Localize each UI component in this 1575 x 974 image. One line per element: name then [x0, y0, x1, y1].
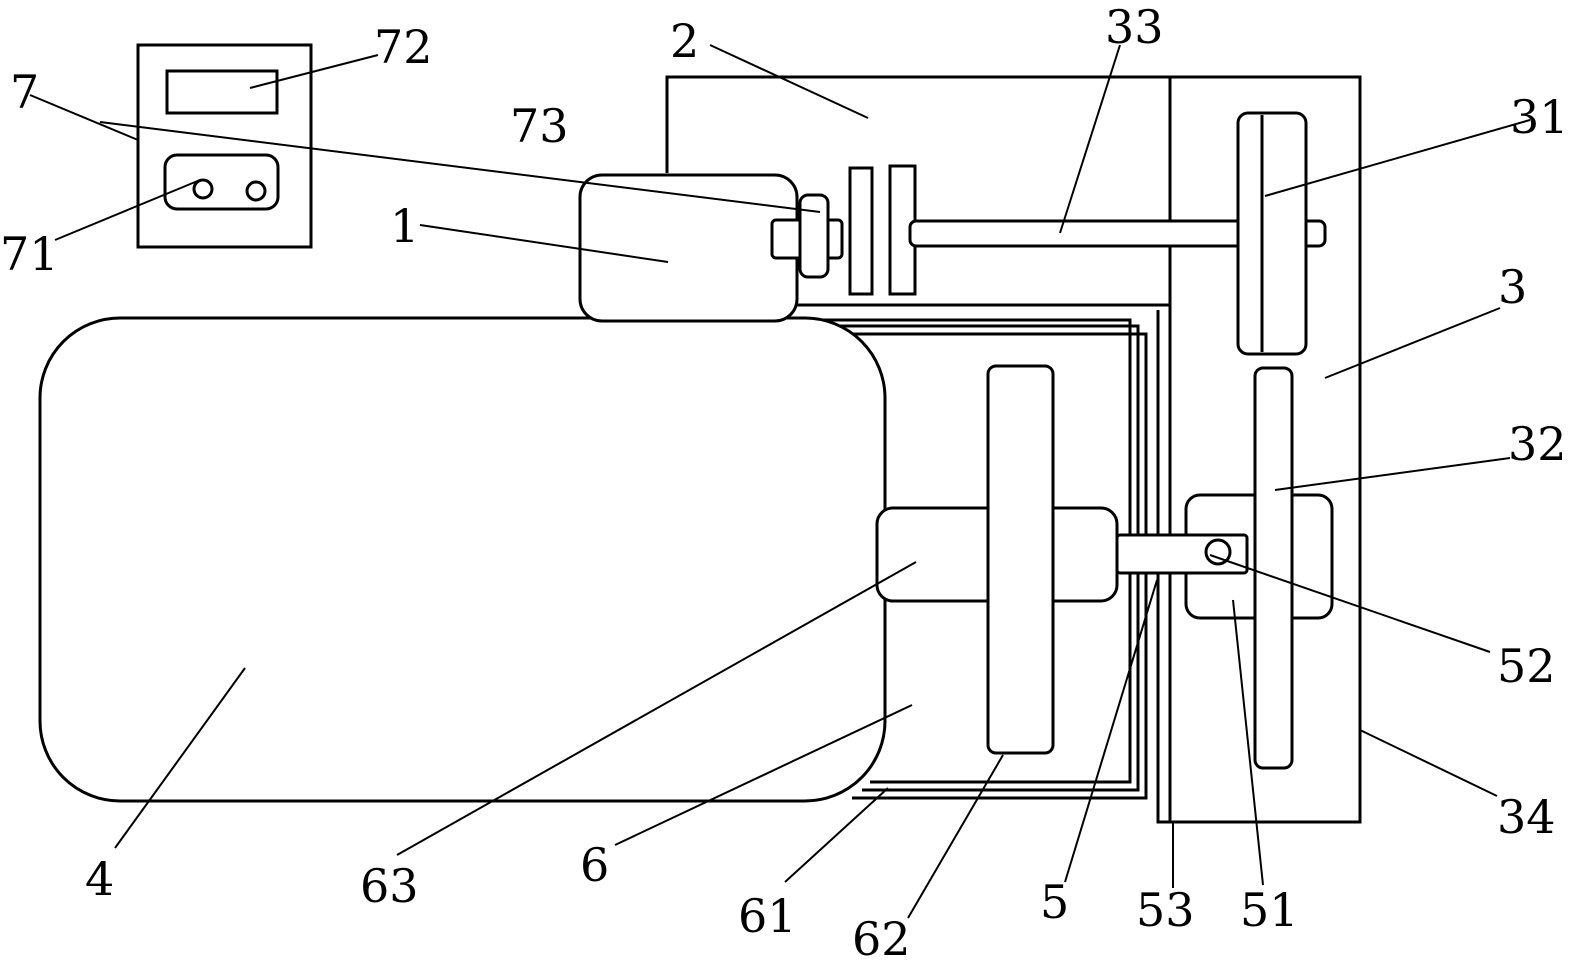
label-31: 31 — [1510, 90, 1569, 144]
label-61: 61 — [738, 889, 797, 943]
flange-plates — [848, 164, 917, 296]
label-62: 62 — [852, 912, 911, 966]
label-3: 3 — [1498, 260, 1527, 314]
label-71: 71 — [0, 227, 59, 281]
frame-34 — [1156, 310, 1360, 824]
label-2: 2 — [670, 14, 699, 68]
leader-lines — [29, 44, 1531, 919]
label-1: 1 — [390, 199, 419, 253]
bracket-2 — [665, 75, 1172, 307]
label-7: 7 — [10, 65, 39, 119]
coupling-73 — [770, 193, 844, 279]
label-5: 5 — [1040, 875, 1069, 929]
control-box-7 — [136, 43, 313, 249]
label-63: 63 — [360, 859, 419, 913]
tank-4 — [38, 316, 887, 803]
disk-62 — [986, 364, 1055, 755]
rod-5 — [1115, 533, 1249, 575]
label-73: 73 — [510, 99, 569, 153]
wheel-32 — [1253, 366, 1294, 770]
wheel-31 — [1236, 111, 1308, 356]
label-53: 53 — [1136, 883, 1195, 937]
shaft-33 — [908, 219, 1327, 248]
label-32: 32 — [1508, 417, 1567, 471]
label-4: 4 — [85, 852, 114, 906]
label-6: 6 — [580, 838, 609, 892]
motor-1 — [578, 173, 799, 323]
label-33: 33 — [1105, 0, 1164, 54]
label-51: 51 — [1240, 883, 1299, 937]
label-34: 34 — [1497, 790, 1556, 844]
label-72: 72 — [374, 20, 433, 74]
label-52: 52 — [1497, 639, 1556, 693]
